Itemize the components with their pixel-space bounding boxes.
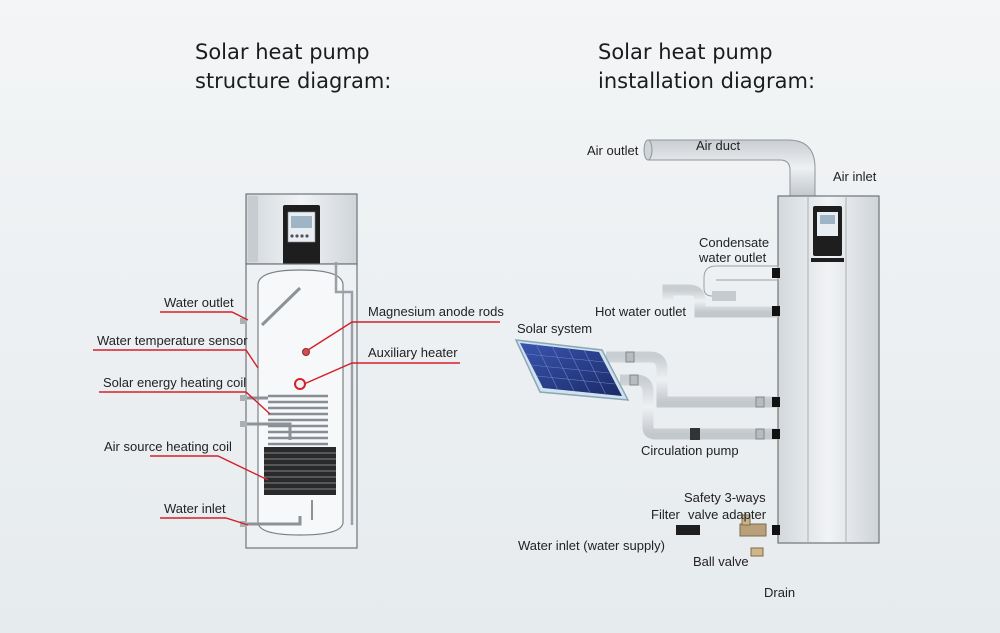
outlet-port <box>240 318 247 324</box>
unit-port <box>772 268 780 278</box>
leader-air-source-heating-coil <box>150 455 269 481</box>
installation-labels: Air outlet Air duct Air inlet Condensate… <box>517 138 877 600</box>
installation-title-line-2: installation diagram: <box>598 69 816 93</box>
pipe-fitting <box>755 396 765 408</box>
air-duct-mouth <box>643 139 653 161</box>
unit-stripe <box>811 258 844 262</box>
solar-coil <box>268 394 328 446</box>
label-condensate-line2: water outlet <box>698 250 767 265</box>
safety-valve-cap <box>741 514 751 526</box>
solar-return-pipe <box>620 374 778 440</box>
leader-water-inlet <box>160 517 249 526</box>
label-water-temperature-sensor: Water temperature sensor <box>97 333 248 348</box>
installation-scene <box>514 139 880 605</box>
pipe-fitting <box>755 428 765 440</box>
label-air-source-heating-coil: Air source heating coil <box>104 439 232 454</box>
heat-pump-cutaway <box>240 193 358 549</box>
structure-title-line-1: Solar heat pump <box>195 40 370 64</box>
solar-panel-grid <box>525 343 616 396</box>
solar-fitting <box>625 351 635 363</box>
anode-rod-marker <box>302 348 310 356</box>
display-readout <box>291 216 312 228</box>
leader-magnesium-anode-rods <box>307 321 500 351</box>
leader-auxiliary-heater <box>303 362 460 385</box>
leader-water-outlet <box>160 311 249 321</box>
air-coil-fins <box>264 452 336 490</box>
valve-adapter-body <box>739 523 767 537</box>
leader-solar-energy-heating-coil <box>99 391 271 415</box>
control-button <box>305 234 309 238</box>
side-pipe <box>334 262 354 525</box>
solar-panel-cells <box>520 343 622 396</box>
label-hot-water-outlet: Hot water outlet <box>595 304 686 319</box>
unit-port <box>772 525 780 535</box>
head-side-panel <box>248 196 258 262</box>
structure-title-line-2: structure diagram: <box>195 69 392 93</box>
unit-port <box>772 397 780 407</box>
hot-water-pipe <box>662 284 778 318</box>
label-water-inlet-supply: Water inlet (water supply) <box>518 538 665 553</box>
label-auxiliary-heater: Auxiliary heater <box>368 345 458 360</box>
label-ball-valve: Ball valve <box>693 554 749 569</box>
label-circulation-pump: Circulation pump <box>641 443 739 458</box>
label-air-duct: Air duct <box>696 138 740 153</box>
label-solar-system: Solar system <box>517 321 592 336</box>
label-water-outlet: Water outlet <box>164 295 234 310</box>
unit-control-panel <box>813 206 842 256</box>
unit-display-readout <box>820 215 835 224</box>
control-button <box>295 234 299 238</box>
unit-panel-seams <box>807 196 847 543</box>
installation-title-line-1: Solar heat pump <box>598 40 773 64</box>
structure-labels: Water outlet Water temperature sensor So… <box>93 295 504 526</box>
condensate-pipe-outline <box>703 265 779 297</box>
solar-in-port <box>240 395 247 401</box>
label-safety-3-ways: Safety 3-ways <box>684 490 766 505</box>
label-water-inlet: Water inlet <box>164 501 226 516</box>
unit-port <box>772 306 780 316</box>
label-solar-energy-heating-coil: Solar energy heating coil <box>103 375 246 390</box>
label-drain: Drain <box>764 585 795 600</box>
filter-body <box>676 525 700 535</box>
label-air-inlet: Air inlet <box>833 169 877 184</box>
label-magnesium-anode-rods: Magnesium anode rods <box>368 304 504 319</box>
label-air-outlet: Air outlet <box>587 143 639 158</box>
unit-port <box>772 429 780 439</box>
control-panel <box>283 205 320 265</box>
leader-water-temperature-sensor <box>93 349 259 369</box>
solar-fitting <box>629 374 639 386</box>
bottom-inlet-pipe <box>240 516 302 526</box>
label-valve-adapter: valve adapter <box>688 507 767 522</box>
solar-panel <box>514 339 630 401</box>
solar-flow-pipe <box>606 351 778 408</box>
outlet-pipe <box>260 286 302 327</box>
installation-diagram-title: Solar heat pump installation diagram: <box>598 38 815 96</box>
label-filter: Filter <box>651 507 681 522</box>
structure-diagram-title: Solar heat pump structure diagram: <box>195 38 391 96</box>
heater-marker <box>294 378 306 390</box>
solar-coil-return <box>240 422 292 440</box>
ball-valve-body <box>750 547 764 557</box>
circulation-pump-body <box>690 428 700 440</box>
label-condensate-line1: Condensate <box>699 235 769 250</box>
control-button <box>300 234 304 238</box>
control-button <box>290 234 294 238</box>
solar-out-port <box>240 421 247 427</box>
